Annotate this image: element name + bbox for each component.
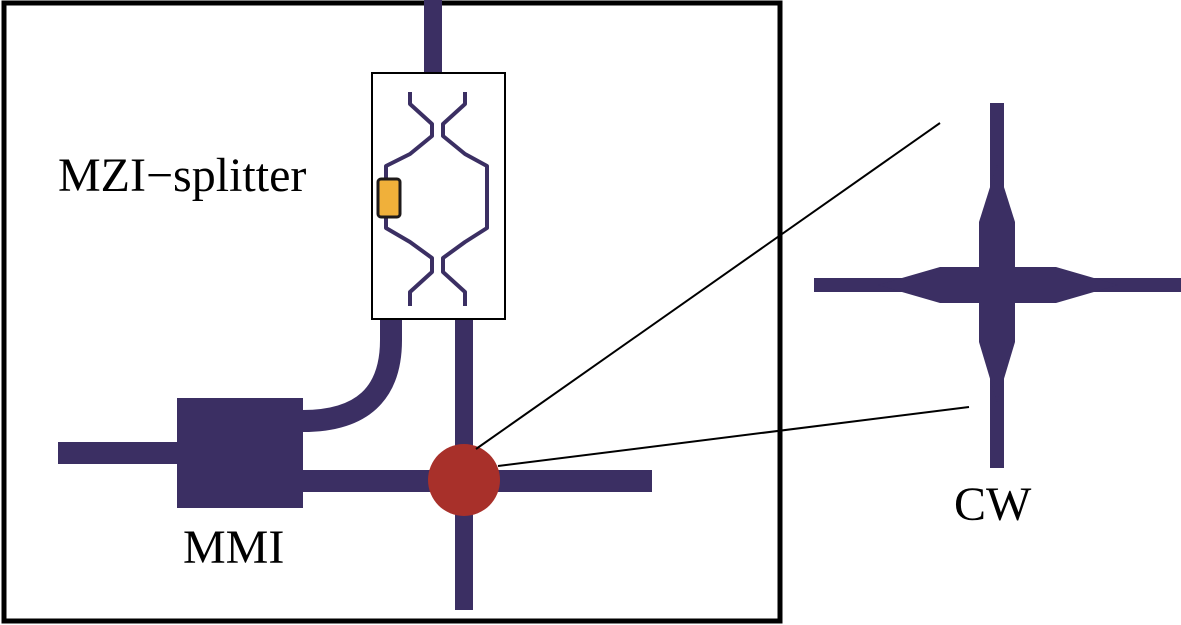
chip-boundary xyxy=(1,0,783,624)
cw-label: CW xyxy=(954,478,1032,531)
mzi-splitter-label: MZI−splitter xyxy=(58,149,306,202)
callout-line-upper xyxy=(475,122,941,450)
curved-waveguide xyxy=(302,318,402,432)
callout-line-lower xyxy=(497,406,970,467)
input-waveguide xyxy=(58,442,180,464)
mmi-block xyxy=(177,398,303,508)
top-waveguide xyxy=(424,0,442,74)
heater-element xyxy=(376,177,402,219)
cw-crossing-detail xyxy=(814,103,1181,468)
mmi-label: MMI xyxy=(183,521,284,574)
crossing-marker xyxy=(428,444,500,516)
